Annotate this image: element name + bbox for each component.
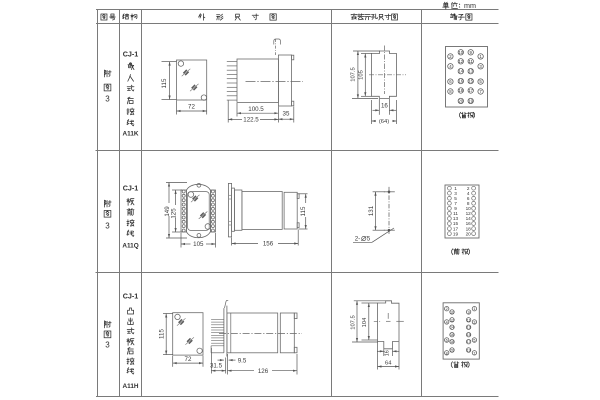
svg-text:5: 5	[473, 339, 475, 343]
svg-text:5: 5	[367, 236, 371, 243]
svg-text:7: 7	[473, 351, 475, 355]
svg-text:17: 17	[467, 340, 471, 344]
svg-text:31.5: 31.5	[210, 362, 223, 369]
svg-text:115: 115	[300, 206, 307, 216]
svg-text:12: 12	[458, 59, 463, 64]
svg-text:4: 4	[449, 64, 452, 69]
svg-text:16: 16	[466, 221, 472, 226]
svg-text:16: 16	[381, 103, 388, 110]
svg-text:126: 126	[258, 368, 269, 375]
svg-text:72: 72	[188, 104, 195, 111]
svg-text:6: 6	[446, 339, 448, 343]
svg-text:13: 13	[453, 216, 459, 221]
svg-text:16: 16	[458, 79, 463, 84]
svg-text:2: 2	[467, 186, 470, 191]
svg-text:9.5: 9.5	[238, 357, 247, 364]
svg-text:CJ-1: CJ-1	[123, 292, 139, 301]
svg-text:7: 7	[479, 89, 482, 94]
svg-text:20: 20	[466, 231, 472, 236]
svg-text:3: 3	[105, 221, 110, 230]
svg-text:mm: mm	[464, 1, 476, 10]
svg-text:14: 14	[458, 69, 463, 74]
svg-text:19: 19	[453, 231, 459, 236]
svg-text:5: 5	[454, 196, 457, 201]
svg-text:107.5: 107.5	[350, 315, 356, 330]
svg-text:18: 18	[450, 340, 454, 344]
svg-text:115: 115	[159, 329, 166, 339]
svg-text:19: 19	[468, 98, 473, 103]
svg-text:11: 11	[467, 318, 471, 322]
svg-text:8: 8	[449, 89, 452, 94]
svg-text:18: 18	[466, 226, 472, 231]
svg-text:115: 115	[161, 78, 168, 88]
svg-text:16: 16	[384, 350, 390, 356]
svg-text:11: 11	[468, 59, 473, 64]
svg-text:2: 2	[446, 307, 448, 311]
svg-text:2: 2	[449, 54, 452, 59]
svg-text:A11H: A11H	[123, 383, 139, 390]
svg-text:13: 13	[468, 69, 473, 74]
svg-text:15: 15	[467, 333, 471, 337]
svg-text:131: 131	[368, 205, 375, 216]
svg-text:4: 4	[446, 320, 448, 324]
svg-text:16: 16	[450, 333, 454, 337]
svg-text:10: 10	[450, 310, 454, 314]
svg-text:35: 35	[283, 111, 290, 118]
svg-text:8: 8	[446, 351, 448, 355]
svg-text:CJ-1: CJ-1	[123, 183, 139, 192]
svg-text:20: 20	[458, 98, 463, 103]
svg-text:3: 3	[454, 191, 457, 196]
svg-text:17: 17	[468, 88, 473, 93]
svg-text:11: 11	[453, 211, 458, 216]
svg-text:13: 13	[467, 326, 471, 330]
svg-text:3: 3	[105, 94, 110, 103]
svg-text:156: 156	[263, 241, 274, 248]
svg-text:A11Q: A11Q	[122, 242, 138, 249]
svg-text:10: 10	[466, 206, 472, 211]
svg-text:(64): (64)	[379, 119, 389, 125]
svg-text:125: 125	[171, 208, 178, 219]
svg-text:10: 10	[458, 50, 463, 55]
svg-text:17: 17	[453, 226, 459, 231]
svg-text:15: 15	[453, 221, 459, 226]
svg-text:A11K: A11K	[123, 131, 139, 138]
svg-text:3: 3	[473, 320, 475, 324]
svg-text:1: 1	[473, 307, 475, 311]
svg-text:3: 3	[479, 64, 482, 69]
svg-text:107.5: 107.5	[350, 67, 356, 82]
svg-text:4: 4	[467, 191, 470, 196]
svg-text:9: 9	[470, 50, 473, 55]
svg-text:19: 19	[467, 349, 471, 353]
svg-text:2-: 2-	[355, 236, 361, 243]
svg-text:122.5: 122.5	[243, 117, 259, 124]
svg-text:12: 12	[450, 318, 454, 322]
svg-text:6: 6	[467, 196, 470, 201]
svg-text:20: 20	[450, 349, 454, 353]
svg-text:1: 1	[479, 54, 482, 59]
svg-text:72: 72	[185, 356, 192, 363]
svg-text:3: 3	[105, 341, 110, 350]
svg-text:18: 18	[458, 88, 463, 93]
svg-text:8: 8	[467, 201, 470, 206]
svg-text:7: 7	[454, 201, 457, 206]
svg-text:64: 64	[385, 360, 392, 366]
svg-text:12: 12	[466, 211, 472, 216]
svg-text:9: 9	[468, 310, 470, 314]
svg-text:15: 15	[468, 79, 473, 84]
svg-text:149: 149	[164, 206, 171, 217]
svg-text:104: 104	[362, 317, 368, 327]
svg-text:1: 1	[454, 186, 457, 191]
svg-text:105: 105	[359, 70, 365, 80]
svg-text:14: 14	[466, 216, 472, 221]
svg-text:100.5: 100.5	[248, 106, 264, 113]
svg-text:9: 9	[454, 206, 457, 211]
svg-text:6: 6	[449, 79, 452, 84]
svg-text:14: 14	[450, 326, 454, 330]
svg-text:105: 105	[193, 241, 204, 248]
svg-text:5: 5	[479, 79, 482, 84]
svg-text:CJ-1: CJ-1	[123, 50, 139, 59]
